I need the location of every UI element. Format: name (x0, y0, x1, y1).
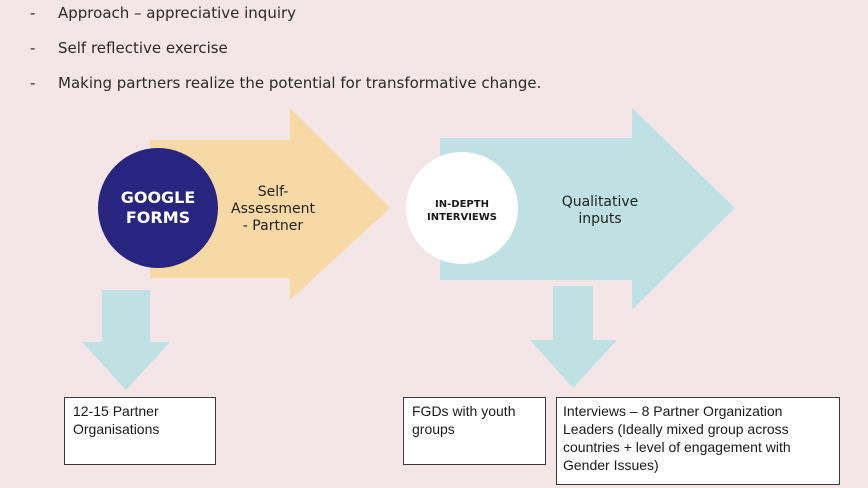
in-depth-interviews-circle (406, 152, 518, 264)
bullet-item: - Approach – appreciative inquiry (30, 4, 296, 22)
bullet-marker: - (30, 39, 36, 57)
orange-right-arrow (150, 108, 390, 300)
partner-organisations-box: 12-15 Partner Organisations (64, 397, 216, 465)
partner-organisations-text: 12-15 Partner Organisations (73, 403, 160, 437)
bullet-text: Self reflective exercise (58, 39, 228, 57)
teal-down-arrow-right (530, 286, 617, 388)
teal-down-arrow-left (82, 290, 170, 390)
bullet-item: - Making partners realize the potential f… (30, 74, 541, 92)
bullet-text: Making partners realize the potential fo… (58, 74, 542, 92)
bullet-item: - Self reflective exercise (30, 39, 228, 57)
qualitative-inputs-label: Qualitative inputs (561, 194, 639, 227)
teal-right-arrow (440, 108, 735, 310)
interviews-text: Interviews – 8 Partner Organization Lead… (563, 403, 791, 473)
google-forms-circle (98, 148, 218, 268)
self-assessment-label: Self-Assessment - Partner (231, 184, 315, 234)
interviews-box: Interviews – 8 Partner Organization Lead… (556, 397, 840, 485)
in-depth-interviews-label: IN-DEPTH INTERVIEWS (427, 199, 497, 223)
bullet-text: Approach – appreciative inquiry (58, 4, 297, 22)
google-forms-label: GOOGLE FORMS (120, 188, 196, 227)
bullet-marker: - (30, 4, 36, 22)
fgds-box: FGDs with youth groups (403, 397, 546, 465)
bullet-marker: - (30, 74, 36, 92)
fgds-text: FGDs with youth groups (412, 403, 516, 437)
